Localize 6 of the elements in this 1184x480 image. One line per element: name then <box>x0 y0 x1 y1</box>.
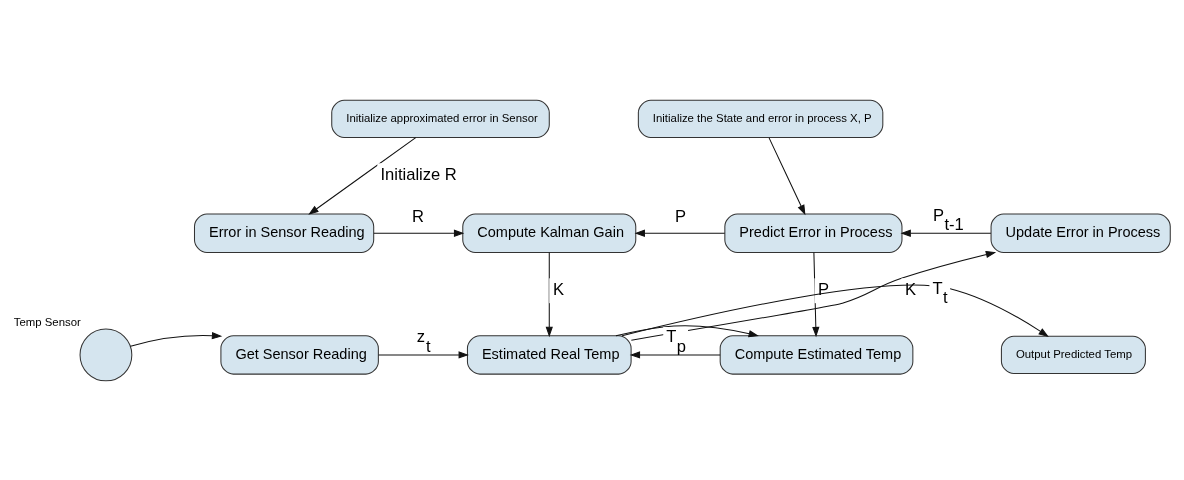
edge-label: R <box>412 206 424 226</box>
edge-label: P <box>675 206 687 226</box>
node-label: Temp Sensor <box>13 315 81 328</box>
edge-label: K <box>905 279 917 299</box>
edge-label: Initialize R <box>380 164 457 184</box>
edge-label: K <box>552 279 564 299</box>
